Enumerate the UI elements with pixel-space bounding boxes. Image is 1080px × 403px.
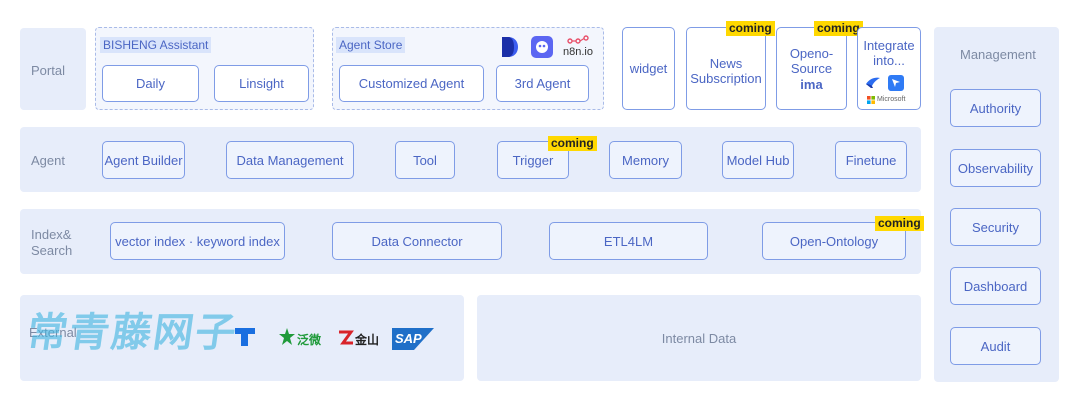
tool-box[interactable]: Tool xyxy=(395,141,455,179)
data-management-box[interactable]: Data Management xyxy=(226,141,354,179)
vector-keyword-index-box[interactable]: vector index · keyword index xyxy=(110,222,285,260)
news-subscription-label: News Subscription xyxy=(690,55,762,86)
dashboard-box[interactable]: Dashboard xyxy=(950,267,1041,305)
coming-badge-news: coming xyxy=(726,21,775,36)
agent-label: Agent xyxy=(31,153,65,168)
send-icon xyxy=(888,75,904,91)
management-title: Management xyxy=(960,47,1036,62)
coming-badge-ontology: coming xyxy=(875,216,924,231)
sap-logo-icon xyxy=(392,328,434,350)
fanwei-logo-icon xyxy=(279,328,295,345)
coming-badge-trigger: coming xyxy=(548,136,597,151)
open-source-ima-box[interactable]: Openo- Source ima xyxy=(776,27,847,110)
internal-data-band xyxy=(477,295,921,381)
kingsoft-logo-icon xyxy=(339,330,354,345)
widget-box[interactable]: widget xyxy=(622,27,675,110)
n8n-icon xyxy=(567,35,589,44)
security-box[interactable]: Security xyxy=(950,208,1041,246)
fanwei-label: 泛微 xyxy=(297,333,322,347)
customized-agent-box[interactable]: Customized Agent xyxy=(339,65,484,102)
open-source-label: Openo- Source xyxy=(789,45,834,76)
agent-store-title: Agent Store xyxy=(336,37,406,53)
external-label: External xyxy=(29,325,77,340)
observability-box[interactable]: Observability xyxy=(950,149,1041,187)
model-hub-box[interactable]: Model Hub xyxy=(722,141,794,179)
microsoft-label: Microsoft xyxy=(877,96,906,103)
store-logo-icon xyxy=(502,37,518,57)
integrate-label: Integrate into... xyxy=(863,38,915,68)
memory-box[interactable]: Memory xyxy=(609,141,682,179)
n8n-label: n8n.io xyxy=(563,46,593,58)
agent-builder-box[interactable]: Agent Builder xyxy=(102,141,185,179)
ima-label: ima xyxy=(800,76,823,92)
bisheng-assistant-title: BISHENG Assistant xyxy=(100,37,212,53)
coming-badge-ima: coming xyxy=(814,21,863,36)
authority-box[interactable]: Authority xyxy=(950,89,1041,127)
daily-box[interactable]: Daily xyxy=(102,65,199,102)
kingsoft-label: 金山 xyxy=(355,333,380,347)
finetune-box[interactable]: Finetune xyxy=(835,141,907,179)
etl4lm-box[interactable]: ETL4LM xyxy=(549,222,708,260)
internal-data-label: Internal Data xyxy=(661,330,737,346)
audit-box[interactable]: Audit xyxy=(950,327,1041,365)
integrate-box[interactable]: Integrate into... xyxy=(857,27,921,110)
dingtalk-icon xyxy=(235,328,255,346)
trigger-box[interactable]: Trigger xyxy=(497,141,569,179)
microsoft-icon xyxy=(867,96,875,104)
data-connector-box[interactable]: Data Connector xyxy=(332,222,502,260)
wing-icon xyxy=(866,77,880,88)
news-subscription-box[interactable]: News Subscription xyxy=(686,27,766,110)
robot-icon xyxy=(531,36,553,58)
management-band xyxy=(934,27,1059,382)
index-search-label: Index& Search xyxy=(31,227,73,258)
sap-label: SAP xyxy=(395,331,422,346)
portal-band xyxy=(20,28,86,110)
portal-label: Portal xyxy=(31,63,65,78)
linsight-box[interactable]: Linsight xyxy=(214,65,309,102)
watermark-text: 常青藤网子 xyxy=(24,311,241,355)
third-agent-box[interactable]: 3rd Agent xyxy=(496,65,589,102)
